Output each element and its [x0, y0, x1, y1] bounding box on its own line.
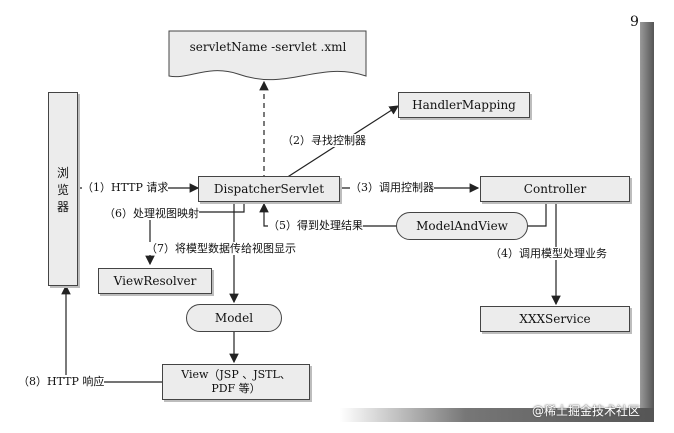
watermark: @稀土掘金技术社区	[532, 404, 641, 418]
model-oval: Model	[186, 304, 282, 332]
edge-step6-label: （6）处理视图映射	[104, 207, 199, 220]
edge-step3-label: （3）调用控制器	[350, 181, 434, 194]
servlet-xml-label: servletName -servlet .xml	[189, 40, 347, 54]
edge-step8-line	[61, 284, 162, 383]
browser-box	[48, 92, 78, 286]
edge-step5-label: （5）得到处理结果	[268, 219, 363, 232]
edge-step2-label: （2）寻找控制器	[282, 134, 366, 147]
edge-controller-mav-line	[526, 200, 547, 227]
edge-step1-label: （1）HTTP 请求	[82, 181, 169, 194]
view-box: View（JSP 、JSTL、 PDF 等）	[162, 364, 310, 400]
browser-label: 浏览器	[56, 166, 69, 214]
servlet-xml-document	[168, 30, 367, 81]
controller-box: Controller	[480, 176, 630, 202]
edge-step4-label: （4）调用模型处理业务	[490, 247, 607, 260]
page-shadow-bottom	[340, 408, 654, 422]
view-label-line1: View（JSP 、JSTL、	[181, 368, 291, 381]
view-label-line2: PDF 等）	[211, 382, 261, 395]
page-number: 9	[630, 14, 639, 30]
edge-step7-label: （7）将模型数据传给视图显示	[146, 242, 296, 255]
page-shadow-right	[640, 22, 654, 422]
edge-step8-label: （8）HTTP 响应	[18, 375, 105, 388]
dispatcher-servlet-box: DispatcherServlet	[198, 176, 340, 202]
handler-mapping-box: HandlerMapping	[398, 92, 530, 118]
model-and-view-oval: ModelAndView	[396, 212, 528, 240]
xxx-service-box: XXXService	[480, 306, 630, 332]
view-resolver-box: ViewResolver	[98, 268, 212, 294]
